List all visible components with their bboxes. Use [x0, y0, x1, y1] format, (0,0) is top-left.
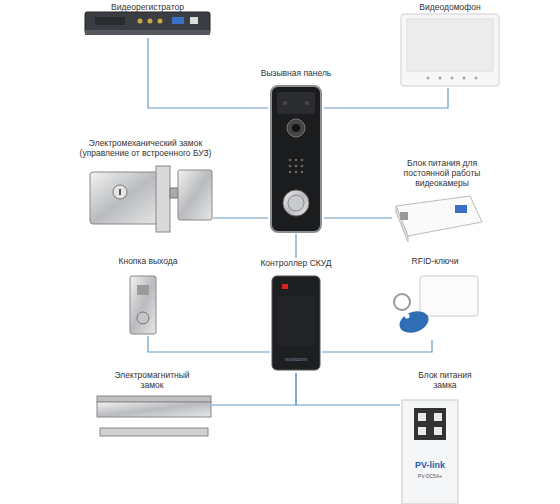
- component-node: Видеодомофон: [395, 2, 505, 88]
- lock-faceplate: [156, 166, 170, 232]
- lock-psu-body: [402, 400, 458, 504]
- panel-ir-led: [305, 101, 309, 105]
- wire-connector: [295, 234, 296, 258]
- component-label: Видеодомофон: [419, 2, 480, 12]
- dvr-vga-port: [172, 17, 184, 24]
- speaker-hole: [289, 165, 292, 168]
- exit-symbol: [137, 285, 149, 295]
- panel-ir-led: [283, 101, 287, 105]
- component-node: Блок питания для постоянной работы видео…: [392, 158, 492, 243]
- psu-logo: [455, 205, 467, 213]
- monitor-screen: [407, 19, 493, 71]
- component-label: Видеорегистратор: [111, 2, 184, 12]
- wire-connector: [322, 340, 432, 352]
- component-label: Электромагнитный замок: [112, 370, 192, 390]
- monitor-button: [463, 77, 466, 80]
- speaker-hole: [289, 171, 292, 174]
- speaker-hole: [301, 159, 304, 162]
- component-node: Электромагнитный замок: [92, 370, 212, 442]
- monitor-button: [427, 77, 430, 80]
- dvr-vent: [95, 17, 125, 25]
- component-label: Вызывная панель: [261, 68, 332, 78]
- speaker-hole: [301, 171, 304, 174]
- lock-body: [90, 172, 160, 224]
- maglock-body: [97, 402, 211, 417]
- maglock-armature: [100, 428, 208, 436]
- speaker-hole: [295, 165, 298, 168]
- monitor-body: [401, 14, 499, 86]
- controller-body: [272, 276, 320, 370]
- speaker-hole: [289, 159, 292, 162]
- monitor-button: [439, 77, 442, 80]
- lock-strike: [178, 170, 212, 220]
- rfid-card: [420, 276, 478, 316]
- wire-connector: [213, 217, 268, 218]
- component-node: Блок питания замка: [400, 370, 490, 504]
- lock-psu-terminal: [434, 413, 442, 421]
- component-node: Видеорегистратор: [80, 2, 215, 38]
- device-marking: PV-DC5A+: [418, 473, 442, 479]
- call-button-inner: [288, 195, 304, 211]
- wire-connector: [324, 88, 448, 108]
- panel-camera: [287, 119, 305, 137]
- component-node: Контроллер СКУД: [270, 258, 322, 373]
- component-label: Контроллер СКУД: [260, 258, 331, 268]
- component-node: Электромеханический замок (управление от…: [78, 138, 213, 233]
- psu-body: [396, 196, 482, 236]
- exit-button: [137, 312, 149, 324]
- controller-led: [282, 284, 288, 289]
- dvr-body: [85, 12, 210, 34]
- monitor-button: [475, 77, 478, 80]
- lock-keyhole: [119, 189, 121, 195]
- component-node: Кнопка выхода: [108, 256, 188, 336]
- panel-lens: [292, 124, 300, 132]
- panel-body: [271, 86, 321, 232]
- component-label: Блок питания замка: [414, 370, 476, 390]
- exit-plate: [130, 276, 156, 334]
- lock-psu-terminal: [418, 413, 426, 421]
- maglock-mount: [97, 396, 211, 402]
- call-button: [283, 190, 309, 216]
- dvr-port: [158, 19, 163, 24]
- speaker-hole: [295, 159, 298, 162]
- psu-socket: [400, 212, 408, 220]
- rfid-fob: [396, 307, 431, 336]
- dvr-front: [85, 30, 210, 35]
- component-node: RFID-ключи: [385, 256, 485, 340]
- dvr-usb-port: [190, 17, 198, 24]
- panel-ir-strip: [277, 92, 315, 114]
- lock-latch: [170, 188, 178, 198]
- wire-connector: [148, 336, 270, 352]
- dvr-port: [138, 19, 143, 24]
- device-marking: novicom: [285, 356, 307, 362]
- component-node: Вызывная панель: [268, 68, 324, 234]
- controller-reader-area: [278, 296, 314, 346]
- lock-cylinder: [113, 185, 127, 199]
- wire-connector: [324, 217, 392, 218]
- component-label: RFID-ключи: [412, 256, 459, 266]
- component-label: Кнопка выхода: [119, 256, 178, 266]
- speaker-hole: [301, 165, 304, 168]
- key-ring: [394, 294, 410, 310]
- fob-hole: [405, 314, 410, 319]
- component-label: Электромеханический замок (управление от…: [78, 138, 213, 158]
- dvr-port: [148, 19, 153, 24]
- device-marking: PV-link: [415, 460, 445, 470]
- monitor-button: [451, 77, 454, 80]
- psu-side: [396, 206, 408, 242]
- wire-connector: [148, 38, 268, 108]
- wire-connector: [212, 373, 296, 405]
- lock-psu-terminal: [434, 427, 442, 435]
- wire-connector: [296, 373, 400, 405]
- component-label: Блок питания для постоянной работы видео…: [396, 158, 488, 188]
- lock-psu-panel: [414, 408, 446, 440]
- lock-psu-terminal: [418, 427, 426, 435]
- speaker-hole: [295, 171, 298, 174]
